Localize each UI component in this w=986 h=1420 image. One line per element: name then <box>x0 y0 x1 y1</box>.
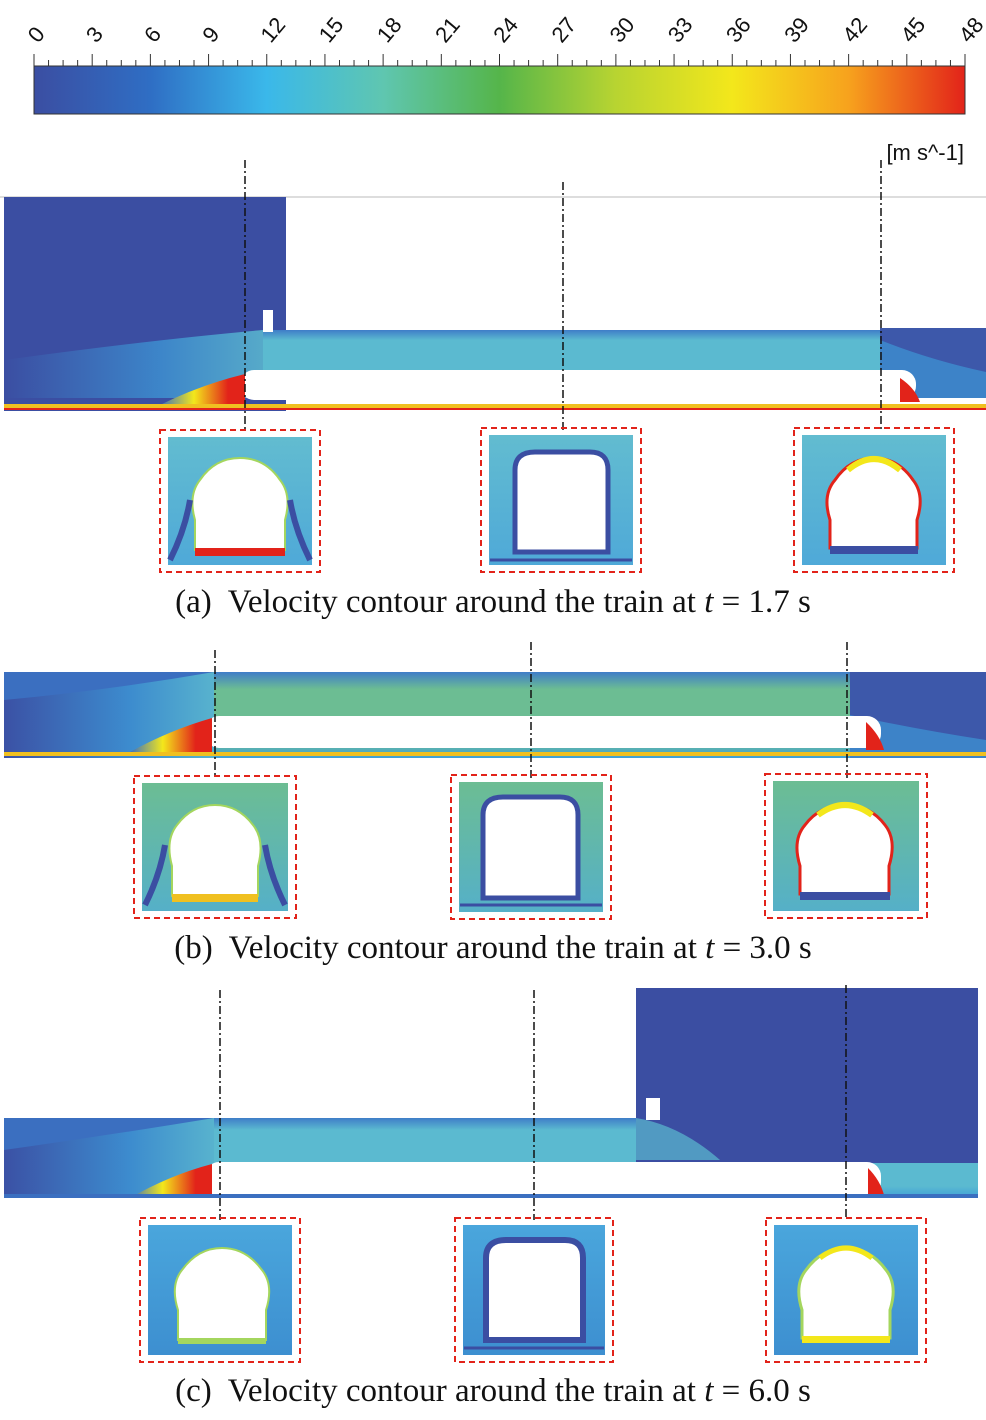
colorbar-tick-label: 21 <box>430 12 465 47</box>
colorbar-tick-label: 48 <box>954 12 986 47</box>
inset-c-tail <box>765 1217 927 1363</box>
inset-a-head <box>159 429 321 573</box>
inset-a-tail <box>793 427 955 573</box>
colorbar-tick-label: 36 <box>721 12 756 47</box>
caption-c: (c) Velocity contour around the train at… <box>0 1373 986 1410</box>
inset-c-mid <box>454 1217 614 1363</box>
panel-c-section-lines <box>219 985 847 1220</box>
colorbar-tick-label: 6 <box>139 22 166 47</box>
panel-b-contour <box>4 672 986 758</box>
inset-b-mid <box>450 774 612 920</box>
caption-b-label: (b) <box>174 930 213 966</box>
caption-a-variable: t <box>704 584 714 620</box>
colorbar-tick-label: 39 <box>779 12 814 47</box>
colorbar-unit: [m s^-1] <box>886 140 964 165</box>
panel-b-section-lines <box>214 642 848 778</box>
inset-c-head <box>139 1217 301 1363</box>
caption-b: (b) Velocity contour around the train at… <box>0 930 986 967</box>
panel-c-insets <box>139 1217 927 1363</box>
colorbar-tick-label: 18 <box>372 12 407 47</box>
colorbar-ticks <box>33 54 966 66</box>
caption-b-text: Velocity contour around the train at <box>228 930 706 966</box>
caption-a-value: = 1.7 s <box>713 584 811 620</box>
caption-c-variable: t <box>704 1373 714 1409</box>
colorbar-tick-label: 9 <box>197 22 224 47</box>
colorbar-tick-label: 3 <box>81 22 108 47</box>
colorbar-tick-label: 33 <box>663 12 698 47</box>
caption-a-label: (a) <box>175 584 212 620</box>
colorbar-tick-label: 30 <box>605 12 640 47</box>
caption-b-value: = 3.0 s <box>714 930 812 966</box>
panel-a-contour <box>0 196 986 411</box>
colorbar-tick-label: 24 <box>488 12 523 47</box>
colorbar-tick-label: 15 <box>314 12 349 47</box>
inset-b-tail <box>764 773 928 919</box>
caption-b-variable: t <box>705 930 715 966</box>
panel-b-insets <box>133 773 928 920</box>
panel-a-insets <box>159 427 955 573</box>
colorbar-tick-label: 12 <box>255 12 290 47</box>
colorbar-tick-label: 0 <box>23 22 50 47</box>
colorbar-gradient <box>33 65 966 115</box>
caption-a-text: Velocity contour around the train at <box>227 584 705 620</box>
inset-a-mid <box>480 427 642 573</box>
colorbar-tick-label: 45 <box>895 12 930 47</box>
caption-c-label: (c) <box>175 1373 212 1409</box>
colorbar-tick-label: 42 <box>837 12 872 47</box>
caption-c-value: = 6.0 s <box>713 1373 811 1409</box>
panel-a-section-lines <box>244 160 882 430</box>
colorbar-tick-label: 27 <box>546 12 581 47</box>
inset-b-head <box>133 775 297 919</box>
caption-a: (a) Velocity contour around the train at… <box>0 584 986 621</box>
panel-c-contour <box>4 988 978 1198</box>
caption-c-text: Velocity contour around the train at <box>227 1373 705 1409</box>
